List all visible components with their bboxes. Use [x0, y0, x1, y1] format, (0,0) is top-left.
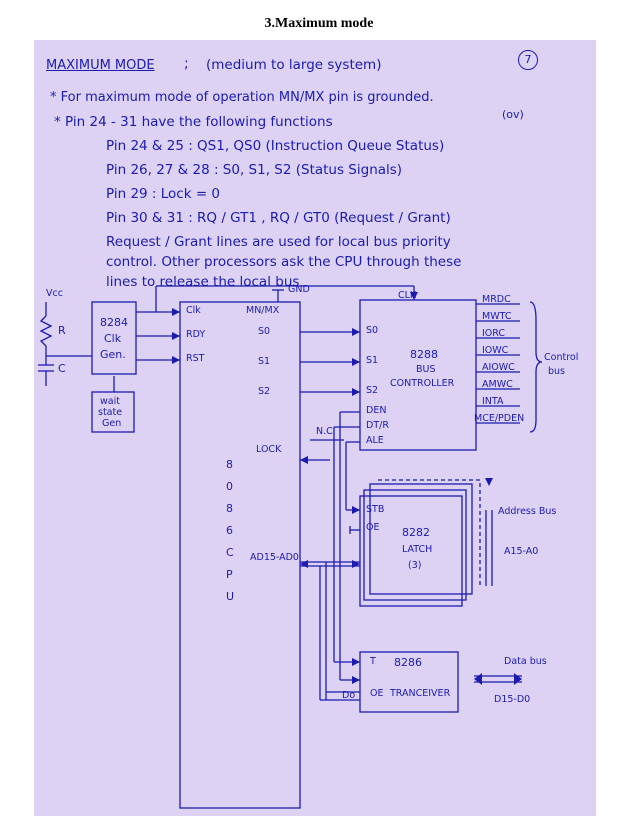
notes-title: MAXIMUM MODE [46, 58, 155, 73]
cpu-ad-pin: AD15-AD0 [250, 552, 299, 563]
clk-gen-line-2: Clk [104, 332, 122, 345]
control-signal-amwc: AMWC [482, 379, 513, 390]
control-signal-mrdc: MRDC [482, 294, 511, 305]
control-signal-iowc: IOWC [482, 345, 509, 356]
do-label: Do [342, 690, 356, 701]
note-line-7: Request / Grant lines are used for local… [106, 234, 451, 250]
note-line-3: Pin 24 & 25 : QS1, QS0 (Instruction Queu… [106, 138, 445, 154]
cpu-s0-pin: S0 [258, 326, 271, 337]
maximum-mode-block-diagram [38, 285, 543, 809]
control-signal-inta: INTA [482, 396, 504, 407]
resistor-label: R [58, 324, 66, 337]
vcc-label: Vcc [46, 288, 63, 299]
transceiver-oe-pin: OE [370, 688, 384, 699]
cpu-s1-pin: S1 [258, 356, 271, 367]
wait-state-line-1: wait [100, 396, 120, 407]
clk-gen-line-3: Gen. [100, 348, 126, 361]
address-range-label: A15-A0 [504, 546, 539, 557]
capacitor-label: C [58, 362, 66, 375]
gnd-label: GND [288, 284, 310, 295]
control-signal-mwtc: MWTC [482, 311, 512, 322]
transceiver-name-1: 8286 [394, 656, 422, 669]
note-line-2: * Pin 24 - 31 have the following functio… [54, 114, 333, 130]
control-signal-aiowc: AIOWC [482, 362, 515, 373]
note-line-1-aside: (ov) [502, 108, 524, 121]
page-number-circle: 7 [518, 50, 538, 70]
cpu-s2-pin: S2 [258, 386, 271, 397]
note-line-4: Pin 26, 27 & 28 : S0, S1, S2 (Status Sig… [106, 162, 403, 178]
note-line-5: Pin 29 : Lock = 0 [106, 186, 221, 202]
transceiver-name-2: TRANCEIVER [390, 688, 451, 699]
bus-ctrl-dtr-pin: DT/R [366, 420, 389, 431]
note-line-1: * For maximum mode of operation MN/MX pi… [50, 90, 434, 105]
cpu-char-7: U [226, 590, 235, 603]
title-colon: ; [184, 56, 189, 72]
control-bus-label-2: bus [548, 366, 566, 377]
wait-state-line-2: state [98, 407, 123, 418]
address-bus-label: Address Bus [498, 506, 557, 517]
control-bus-label-1: Control [544, 352, 579, 363]
handwritten-notes-sheet: 7 MAXIMUM MODE ; (medium to large system… [34, 40, 596, 816]
cpu-rdy-pin: RDY [186, 329, 206, 340]
data-bus-label: Data bus [504, 656, 547, 667]
cpu-char-6: P [226, 568, 233, 581]
page-title: 3.Maximum mode [264, 16, 374, 31]
data-range-label: D15-D0 [494, 694, 531, 705]
latch-stb-pin: STB [366, 504, 385, 515]
page-number: 7 [524, 53, 532, 66]
note-line-6: Pin 30 & 31 : RQ / GT1 , RQ / GT0 (Reque… [106, 210, 451, 226]
cpu-clk-pin: Clk [186, 305, 201, 316]
control-signal-iorc: IORC [482, 328, 506, 339]
cpu-char-2: 0 [226, 480, 233, 493]
transceiver-t-pin: T [370, 656, 376, 667]
cpu-char-4: 6 [226, 524, 233, 537]
cpu-rst-pin: RST [186, 353, 205, 364]
control-signal-mce-pden: MCE/PDEN [474, 413, 525, 424]
cpu-lock-pin: LOCK [256, 444, 282, 455]
bus-ctrl-name-1: 8288 [410, 348, 438, 361]
bus-ctrl-den-pin: DEN [366, 405, 387, 416]
note-line-8: control. Other processors ask the CPU th… [106, 254, 462, 270]
clk-gen-line-1: 8284 [100, 316, 128, 329]
bus-ctrl-ale-pin: ALE [366, 435, 384, 446]
notes-title-paren: (medium to large system) [206, 57, 382, 73]
latch-oe-pin: OE [366, 522, 380, 533]
cpu-mnmx-pin: MN/MX [246, 305, 280, 316]
bus-ctrl-s2-pin: S2 [366, 385, 379, 396]
cpu-char-1: 8 [226, 458, 233, 471]
wait-state-line-3: Gen [102, 418, 122, 429]
latch-name-3: (3) [408, 560, 422, 571]
bus-ctrl-name-3: CONTROLLER [390, 378, 455, 389]
bus-ctrl-clk-pin: CLK [398, 290, 417, 301]
cpu-char-3: 8 [226, 502, 233, 515]
latch-name-2: LATCH [402, 544, 433, 555]
bus-ctrl-s1-pin: S1 [366, 355, 379, 366]
nc-label: N.C [316, 426, 333, 437]
bus-ctrl-name-2: BUS [416, 364, 436, 375]
cpu-char-5: C [226, 546, 234, 559]
bus-ctrl-s0-pin: S0 [366, 325, 379, 336]
latch-name-1: 8282 [402, 526, 430, 539]
